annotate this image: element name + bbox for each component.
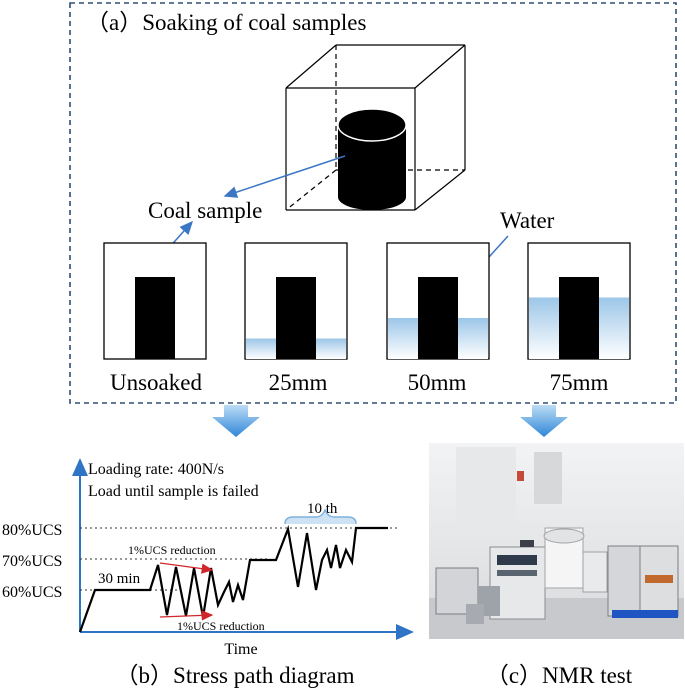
panel-a-title: （a）Soaking of coal samples — [86, 10, 366, 35]
reduction-top-label: 1%UCS reduction — [128, 543, 216, 557]
down-arrow-right — [520, 405, 568, 437]
loading-rate-note: Loading rate: 400N/s — [88, 461, 224, 478]
cycle-brace — [284, 508, 357, 525]
y-level-60: 60%UCS — [2, 584, 62, 601]
coal-arrow-cylinder — [223, 155, 346, 198]
nmr-lab-photo — [429, 443, 684, 639]
cycle-label: 10 th — [307, 501, 338, 517]
panel-b-caption: （b）Stress path diagram — [116, 663, 355, 688]
down-arrow-left — [212, 405, 260, 437]
soak-sample-25mm — [244, 242, 348, 360]
coal-cylinder — [337, 108, 407, 210]
reduction-arrow-top — [159, 562, 214, 574]
soak-sample-unsoaked — [103, 242, 207, 360]
panel-a-frame — [69, 2, 677, 404]
soak-sample-75mm — [527, 242, 631, 360]
panel-c-caption: （c）NMR test — [486, 663, 633, 688]
stress-path-line — [78, 524, 388, 633]
soak-label-50mm: 50mm — [408, 370, 467, 395]
load-until-failed-note: Load until sample is failed — [88, 483, 259, 500]
reduction-arrow-bottom — [159, 610, 214, 621]
soak-label-unsoaked: Unsoaked — [110, 370, 202, 395]
coal-sample-block — [559, 277, 599, 359]
soak-samples — [103, 242, 631, 360]
soak-label-25mm: 25mm — [269, 370, 328, 395]
water-label: Water — [500, 208, 555, 233]
coal-sample-block — [418, 277, 458, 359]
coal-sample-block — [276, 277, 316, 359]
soak-label-75mm: 75mm — [550, 370, 609, 395]
hold-label: 30 min — [98, 571, 141, 587]
y-level-80: 80%UCS — [2, 522, 62, 539]
soaking-box — [285, 44, 466, 211]
stress-path-diagram: Loading rate: 400N/s Load until sample i… — [2, 458, 414, 658]
x-axis-label: Time — [224, 641, 257, 658]
coal-sample-block — [135, 277, 175, 359]
reduction-bottom-label: 1%UCS reduction — [177, 619, 265, 633]
y-level-70: 70%UCS — [2, 553, 62, 570]
soak-sample-50mm — [386, 242, 490, 360]
coal-sample-label: Coal sample — [148, 198, 262, 223]
